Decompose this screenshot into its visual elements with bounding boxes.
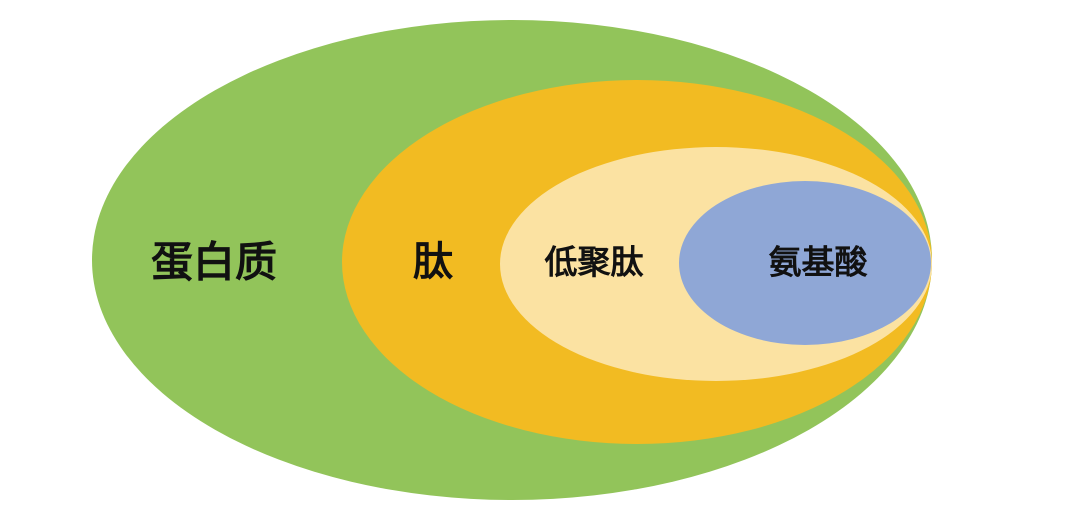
protein-label: 蛋白质 bbox=[151, 238, 277, 287]
oligopeptide-label: 低聚肽 bbox=[545, 243, 645, 282]
amino-acid-label: 氨基酸 bbox=[769, 243, 869, 282]
amino-acid-ellipse bbox=[679, 181, 931, 345]
peptide-label: 肽 bbox=[413, 239, 453, 285]
